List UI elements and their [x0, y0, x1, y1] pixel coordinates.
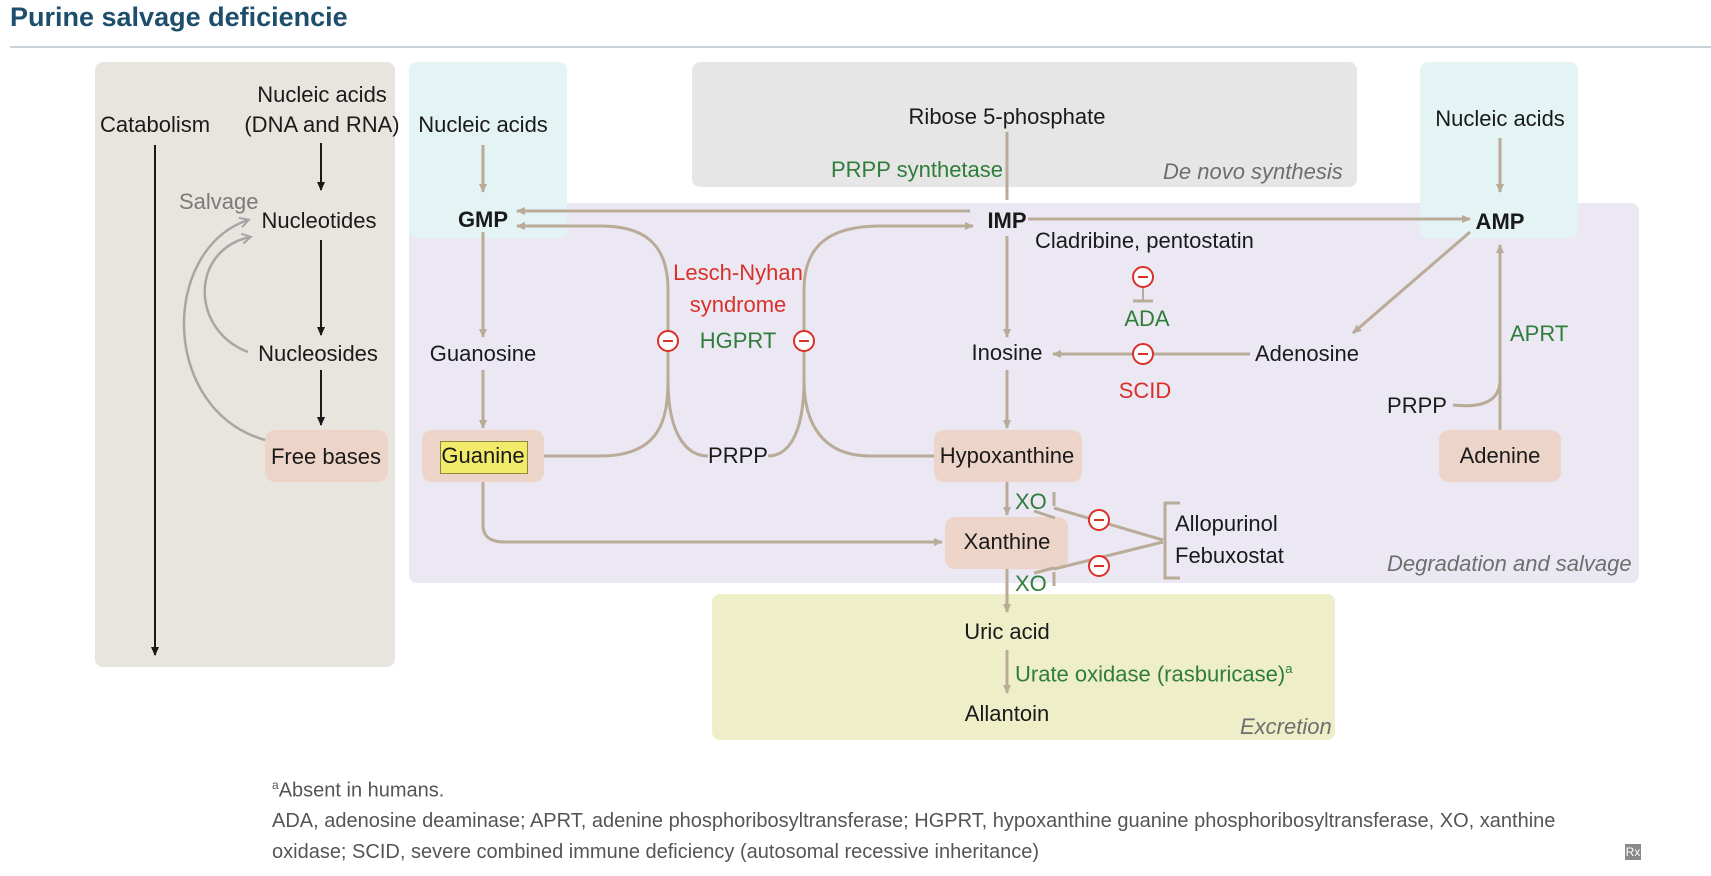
footnote-absent-text: Absent in humans. [278, 779, 445, 802]
excretion-caption: Excretion [1240, 714, 1332, 739]
excretion-panel [712, 594, 1335, 740]
lesch-nyhan-line1: Lesch-Nyhan [673, 260, 803, 285]
nucleotides-label: Nucleotides [261, 208, 377, 233]
nucleosides-label: Nucleosides [258, 341, 378, 366]
adenine-box [1439, 430, 1561, 482]
adenosine-label: Adenosine [1255, 341, 1359, 366]
footnote-mark: a [272, 778, 279, 792]
inhibit-icon-hgprt-left [657, 330, 679, 352]
adenine-label: Adenine [1459, 443, 1541, 468]
inhibit-icon-scid [1132, 343, 1154, 365]
xanthine-box [945, 517, 1068, 569]
prpp-mid-label: PRPP [708, 443, 768, 468]
lesch-nyhan-line2: syndrome [689, 292, 787, 317]
guanine-highlight [440, 441, 528, 474]
allantoin-label: Allantoin [964, 701, 1050, 726]
ribose-5-phosphate-label: Ribose 5-phosphate [908, 104, 1106, 129]
nucleic-acids-dna-rna-line1: Nucleic acids [257, 82, 387, 107]
inhibit-icon-hgprt-right [793, 330, 815, 352]
aprt-label: APRT [1510, 321, 1569, 346]
inhibit-icon-xo-top [1088, 509, 1110, 531]
cladribine-pentostatin-label: Cladribine, pentostatin [1035, 228, 1254, 253]
footnote-abbrev-line2: oxidase; SCID, severe combined immune de… [272, 841, 1040, 863]
guanine-label: Guanine [441, 443, 525, 468]
allopurinol-label: Allopurinol [1175, 511, 1278, 536]
footnote-absent: aAbsent in humans. [272, 778, 444, 803]
xo-top-label: XO [1015, 489, 1047, 514]
guanosine-label: Guanosine [429, 341, 537, 366]
prpp-synthetase-label: PRPP synthetase [830, 157, 1004, 182]
nucleic-acids-left-label: Nucleic acids [418, 112, 548, 137]
catabolism-panel [95, 62, 395, 667]
title-divider [10, 46, 1711, 48]
hypoxanthine-label: Hypoxanthine [939, 443, 1075, 468]
denovo-panel [692, 62, 1357, 187]
nucleic-acids-panel-left [409, 62, 567, 238]
nucleic-acids-right-label: Nucleic acids [1435, 106, 1565, 131]
inhibit-icon-xo-bottom [1088, 555, 1110, 577]
inosine-label: Inosine [971, 340, 1043, 365]
febuxostat-label: Febuxostat [1175, 543, 1284, 568]
amp-label: AMP [1475, 209, 1525, 234]
ada-label: ADA [1124, 306, 1170, 331]
catabolism-label: Catabolism [100, 112, 211, 137]
imp-label: IMP [987, 208, 1027, 233]
inhibit-icon-cladribine [1132, 266, 1154, 288]
nucleic-acids-dna-rna-line2: (DNA and RNA) [244, 112, 400, 137]
degradation-caption: Degradation and salvage [1387, 551, 1632, 576]
xo-bottom-label: XO [1015, 571, 1047, 596]
urate-oxidase-label: Urate oxidase (rasburicase)a [1015, 662, 1292, 685]
salvage-label: Salvage [179, 189, 259, 214]
page-title: Purine salvage deficiencie [10, 2, 348, 32]
denovo-caption: De novo synthesis [1163, 159, 1343, 184]
uric-acid-label: Uric acid [964, 619, 1050, 644]
urate-oxidase-footnote-mark: a [1285, 661, 1293, 676]
hypoxanthine-box [934, 430, 1082, 482]
scid-label: SCID [1118, 378, 1172, 403]
urate-oxidase-text: Urate oxidase (rasburicase) [1015, 661, 1286, 687]
free-bases-box [265, 430, 388, 482]
free-bases-label: Free bases [270, 444, 382, 469]
gmp-label: GMP [457, 207, 509, 232]
prpp-right-label: PRPP [1387, 393, 1447, 418]
rx-logo-icon: Rx [1625, 844, 1641, 860]
xanthine-label: Xanthine [963, 529, 1051, 554]
hgprt-label: HGPRT [699, 328, 777, 353]
footnote-abbrev-line1: ADA, adenosine deaminase; APRT, adenine … [272, 810, 1556, 832]
